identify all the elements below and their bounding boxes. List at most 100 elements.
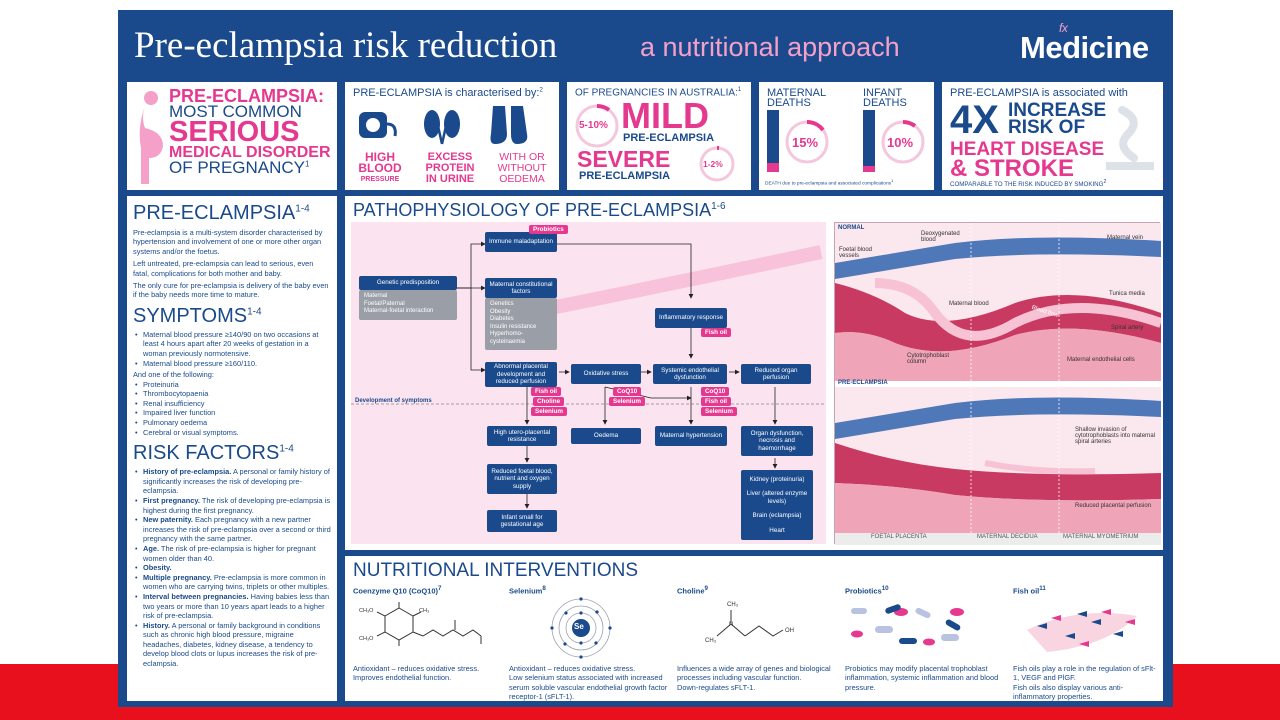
risk-item-bold: History. — [143, 620, 170, 630]
deoxygenated-label: Deoxygenated blood — [921, 231, 960, 243]
box1-line5: OF PREGNANCY1 — [169, 159, 337, 176]
risk-item: First pregnancy. The risk of developing … — [133, 496, 331, 515]
box5-heading-pink: PRE-ECLAMPSIA — [950, 87, 1039, 99]
coq10-tag-2: CoQ10 — [701, 387, 730, 396]
box1-line2: MOST COMMON — [169, 102, 302, 122]
selenium-heading: Selenium8 — [509, 585, 546, 596]
symptoms-list: Maternal blood pressure ≥140/90 on two o… — [133, 330, 331, 368]
placenta-cross-section — [835, 223, 1163, 545]
symptom-item: Renal insufficiency — [133, 399, 331, 409]
pre-eclampsia-label: PRE-ECLAMPSIA — [838, 380, 888, 386]
organ-item: Heart — [769, 526, 785, 534]
foetal-placenta-label: FOETAL PLACENTA — [871, 534, 927, 540]
maternal-myometrium-label: MATERNAL MYOMETRIUM — [1063, 534, 1139, 540]
patho-heading-ref: 1-6 — [711, 201, 726, 212]
four-x: 4X — [950, 98, 999, 142]
choline-n: N — [729, 622, 734, 628]
severe-ring-icon — [699, 145, 735, 182]
maternal-item: Obesity — [490, 308, 511, 315]
patho-heading: PATHOPHYSIOLOGY OF PRE-ECLAMPSIA1-6 — [353, 200, 726, 221]
maternal-l2: DEATHS — [767, 97, 811, 109]
coq10-molecule-icon — [376, 602, 482, 646]
pe-heading: PRE-ECLAMPSIA1-4 — [133, 202, 331, 225]
symptom-item: Maternal blood pressure ≥160/110. — [133, 359, 331, 369]
genetic-item: Foetal/Paternal — [364, 300, 405, 307]
fishoil-tag-3: Fish oil — [701, 397, 732, 406]
pregnant-woman-icon — [139, 91, 163, 184]
box3-ref: 1 — [737, 87, 742, 93]
genetic-item: Maternal-foetal interaction — [364, 308, 434, 314]
flowchart: Genetic predisposition Maternal Foetal/P… — [351, 222, 826, 544]
symptoms-heading-ref: 1-4 — [247, 306, 262, 318]
infant-bar — [863, 110, 875, 172]
risk-item-bold: First pregnancy. — [143, 495, 200, 505]
mild-pct: 5-10% — [579, 120, 608, 131]
box5-l2: RISK OF — [1008, 117, 1086, 138]
genetic-item: Maternal — [364, 293, 388, 299]
symptoms-list-2: Proteinuria Thrombocytopaenia Renal insu… — [133, 380, 331, 438]
coq10-ref: 7 — [438, 585, 442, 592]
maternal-blood-label: Maternal blood — [949, 301, 989, 307]
left-column: PRE-ECLAMPSIA1-4 Pre-eclampsia is a mult… — [127, 196, 337, 701]
foetal-vessels-label: Foetal blood vessels — [839, 247, 873, 259]
choline-oh: OH — [785, 628, 794, 634]
immune-box: Immune maladaptation — [485, 232, 557, 252]
maternal-decidua-label: MATERNAL DECIDUA — [977, 534, 1038, 540]
risk-list: History of pre-eclampsia. A personal or … — [133, 467, 331, 668]
symptom-item: Pulmonary oedema — [133, 418, 331, 428]
maternal-vein-label: Maternal vein — [1107, 235, 1144, 241]
choline-text: Influences a wide array of genes and bio… — [677, 664, 837, 692]
tunica-label: Tunica media — [1109, 291, 1145, 297]
pe-para-1: Pre-eclampsia is a multi-system disorder… — [133, 228, 323, 256]
risk-item-bold: Age. — [143, 543, 160, 553]
choline-molecule-icon — [716, 610, 784, 637]
risk-item-text: Having babies less than two years or mor… — [143, 591, 330, 621]
cyto-label: Cytotrophoblast column — [907, 353, 950, 365]
genetic-items: Maternal Foetal/Paternal Maternal-foetal… — [359, 290, 457, 320]
most-common-box: PRE-ECLAMPSIA: MOST COMMON SERIOUS MEDIC… — [127, 82, 337, 190]
risk-item: New paternity. Each pregnancy with a new… — [133, 515, 331, 544]
item0-l3: PRESSURE — [360, 176, 400, 183]
risk-item: History of pre-eclampsia. A personal or … — [133, 467, 331, 496]
patho-heading-text: PATHOPHYSIOLOGY OF PRE-ECLAMPSIA — [353, 200, 712, 220]
coq10-tag-1: CoQ10 — [613, 387, 642, 396]
box5-l1: INCREASE — [1008, 100, 1107, 121]
dev-symptoms-label: Development of symptoms — [355, 398, 432, 404]
symptom-item: Thrombocytopaenia — [133, 389, 331, 399]
coq10-name: Coenzyme Q10 (CoQ10) — [353, 586, 439, 596]
systemic-box: Systemic endothelial dysfunction — [653, 364, 727, 384]
pe-para-3: The only cure for pre-eclampsia is deliv… — [133, 281, 329, 300]
selenium-line: Antioxidant – reduces oxidative stress. — [509, 664, 636, 673]
reduced-perfusion-label: Reduced placental perfusion — [1075, 503, 1152, 509]
reduced-foetal-box: Reduced foetal blood, nutrient and oxyge… — [487, 464, 557, 494]
box5-footnote-ref: 2 — [1103, 179, 1107, 185]
severe-word: SEVERE — [577, 146, 671, 172]
cigarette-smoke-icon — [1106, 106, 1154, 170]
item0-l2: BLOOD — [358, 161, 402, 175]
organ-item: Liver (altered enzyme levels) — [746, 490, 808, 505]
risk-item-text: The risk of pre-eclampsia is higher for … — [143, 543, 316, 563]
item0-l1: HIGH — [365, 150, 395, 164]
maternal-ring — [785, 120, 829, 164]
oedema-box: Oedema — [571, 428, 641, 444]
organ-item: Kidney (proteinuria) — [749, 475, 805, 483]
symptoms-and: And one of the following: — [133, 370, 214, 380]
fishoil-line: Fish oils play a role in the regulation … — [1013, 664, 1156, 683]
choline-ch3-left: CH₃ — [705, 638, 717, 644]
risk-item-bold: Obesity. — [143, 563, 172, 573]
risk-heading: RISK FACTORS1-4 — [133, 442, 331, 465]
coq-ch3-label: CH₃ — [419, 608, 430, 614]
symptom-item: Proteinuria — [133, 380, 331, 390]
box2-ref: 2 — [539, 87, 543, 94]
box3-heading-text: OF PREGNANCIES IN AUSTRALIA: — [575, 87, 738, 99]
symptoms-heading: SYMPTOMS1-4 — [133, 305, 331, 328]
deaths-footnote-ref: 1 — [891, 178, 894, 183]
poster-title: Pre-eclampsia risk reduction — [134, 25, 558, 66]
maternal-items: Genetics Obesity Diabetes Insulin resist… — [485, 298, 557, 350]
symptoms-heading-text: SYMPTOMS — [133, 304, 248, 327]
